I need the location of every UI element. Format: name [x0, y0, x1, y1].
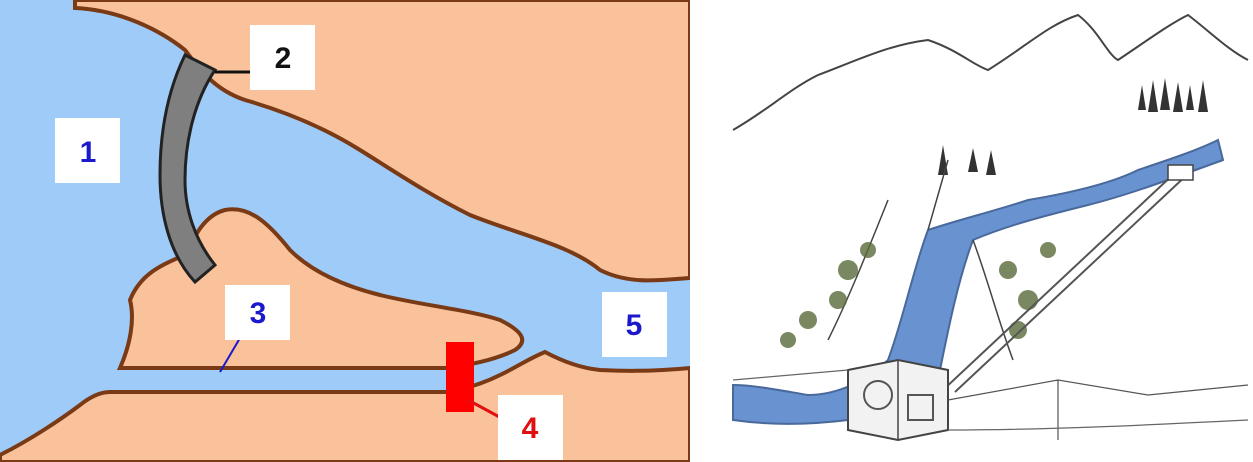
label-3-text: 3	[250, 297, 267, 330]
illustration-svg	[728, 0, 1253, 462]
label-5-text: 5	[626, 309, 643, 342]
label-1-text: 1	[80, 136, 97, 169]
label-1: 1	[55, 118, 120, 183]
label-2: 2	[250, 25, 315, 90]
label-3: 3	[225, 285, 290, 340]
intake-structure	[1168, 165, 1193, 180]
label-4: 4	[498, 395, 563, 460]
hydro-illustration	[728, 0, 1253, 462]
label-2-text: 2	[275, 42, 292, 75]
label-4-text: 4	[522, 412, 539, 445]
powerhouse	[848, 360, 948, 440]
hydro-schematic: 1 2 3 4 5	[0, 0, 690, 462]
label-5: 5	[602, 292, 667, 357]
schematic-svg: 1 2 3 4 5	[0, 0, 690, 462]
